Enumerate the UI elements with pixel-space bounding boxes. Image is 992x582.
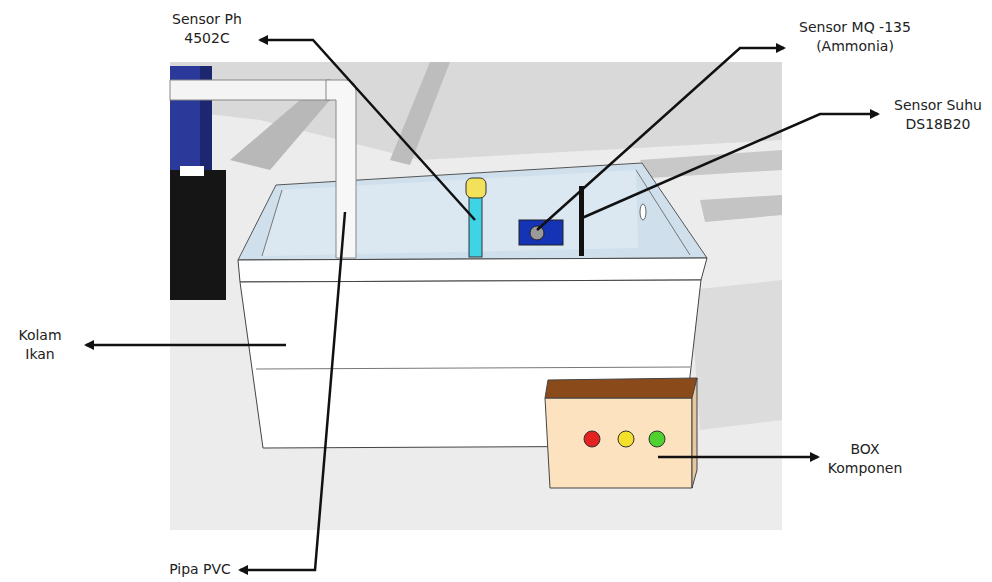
leader-line xyxy=(260,40,475,220)
leader-line xyxy=(86,344,286,347)
ph-sensor-cap xyxy=(466,178,486,198)
callout-label: Pipa PVC xyxy=(155,560,245,579)
callout-label: Sensor Suhu DS18B20 xyxy=(888,96,988,134)
pond-rim xyxy=(238,258,707,282)
ground xyxy=(170,62,782,530)
component-box-lid xyxy=(545,378,697,398)
shadow xyxy=(230,100,330,170)
indicator-led xyxy=(584,431,600,447)
callout-label: BOX Komponen xyxy=(815,440,915,478)
indicator-led xyxy=(618,431,634,447)
indicator-led xyxy=(649,431,665,447)
shadow xyxy=(700,195,782,222)
shadow xyxy=(390,62,450,165)
temperature-probe xyxy=(579,186,584,256)
leader-line xyxy=(658,456,818,459)
callout-label: Sensor Ph 4502C xyxy=(157,10,257,48)
shadow xyxy=(640,150,782,178)
callout-label: Sensor MQ -135 (Ammonia) xyxy=(788,18,923,56)
leader-line xyxy=(582,114,878,218)
shadow xyxy=(690,280,782,430)
outlet-hole xyxy=(640,204,646,220)
pvc-pipe xyxy=(170,80,330,100)
leader-line xyxy=(240,212,345,570)
mq135-sensor xyxy=(519,220,563,245)
ph-sensor xyxy=(469,193,482,257)
component-box xyxy=(545,398,692,488)
pillar-band xyxy=(180,166,204,176)
leader-line xyxy=(537,48,784,230)
callout-label: Kolam Ikan xyxy=(10,326,70,364)
pond-back-wall xyxy=(262,170,638,256)
pvc-pipe-elbow xyxy=(326,80,356,258)
pond-opening xyxy=(238,163,707,260)
pillar-base xyxy=(170,170,226,300)
